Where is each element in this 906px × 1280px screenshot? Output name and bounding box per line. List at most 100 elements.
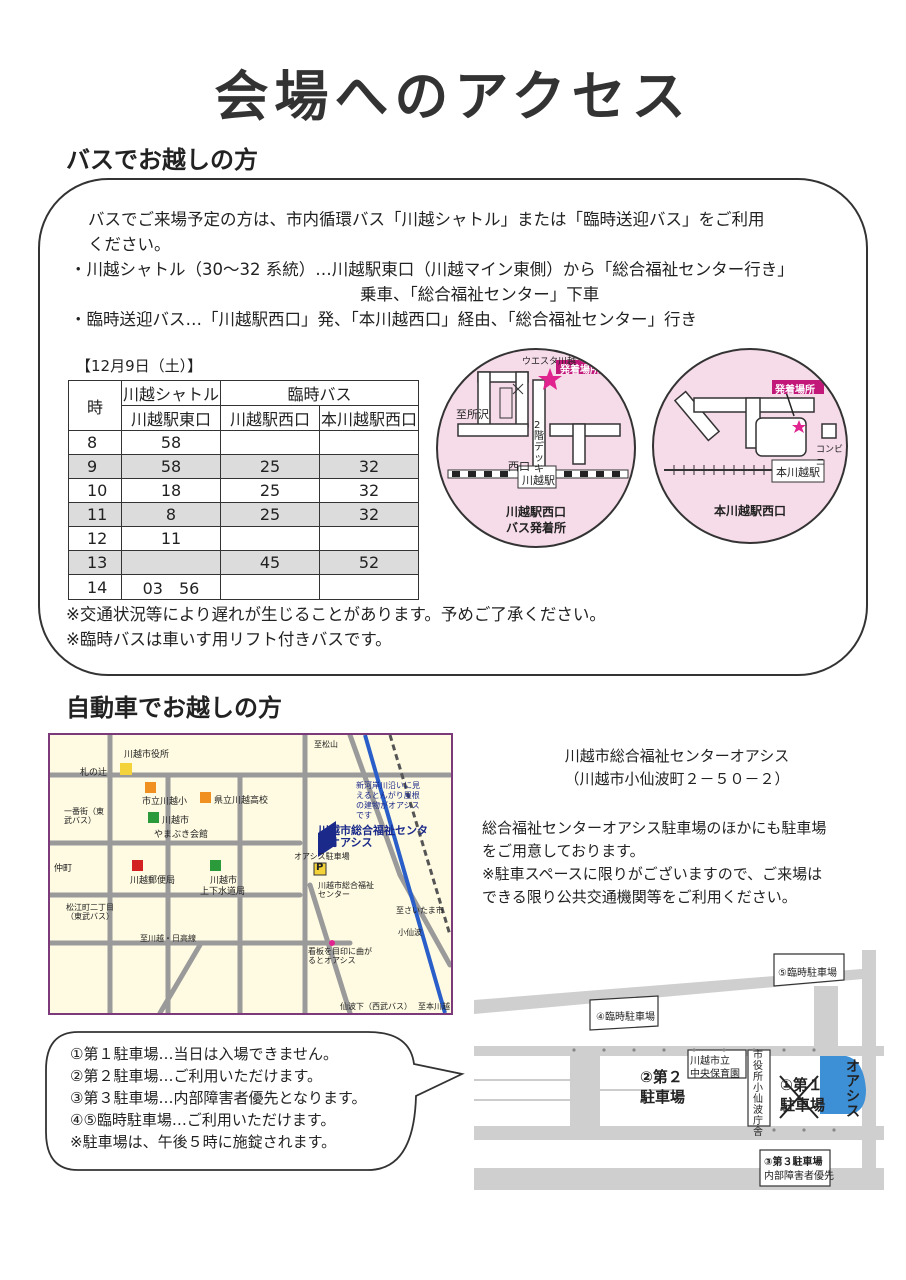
honkawagoe-map-drawing: [664, 380, 837, 483]
cell-west: 25: [220, 502, 320, 527]
cell-hour: 12: [68, 526, 122, 551]
label-yamabuki: やまぶき会館: [154, 830, 209, 840]
label-sendashita: 仙波下（西武バス）: [340, 1002, 412, 1011]
label-west-exit: 西口: [508, 460, 530, 473]
header-hour: 時: [68, 380, 122, 431]
label-riverside-note: 新河岸川沿いに見えるとんがり屋根の建物がオアシスです: [356, 781, 420, 820]
label-cityhall: 川越市役所: [124, 750, 170, 760]
header-east-exit: 川越駅東口: [121, 405, 221, 431]
bus-section-heading: バスでお越しの方: [66, 146, 258, 174]
label-kosenba: 小仙波: [398, 928, 422, 937]
cell-hon: 32: [319, 454, 419, 479]
railway-ties: [452, 471, 620, 477]
parking-notice-line1: ※駐車スペースに限りがございますので、ご来場は: [482, 865, 823, 883]
cell-east: 58: [121, 430, 221, 455]
parking-item-45: ④⑤臨時駐車場…ご利用いただけます。: [70, 1111, 336, 1129]
oasis-building: [820, 1056, 866, 1114]
label-deck: 2階デッキ: [534, 420, 544, 475]
parking-notice-line2: できる限り公共交通機関等をご利用ください。: [482, 888, 797, 906]
label-parking-4: ④臨時駐車場: [596, 1012, 655, 1023]
bus-item-shuttle-cont: 乗車、「総合福祉センター」下車: [360, 285, 600, 304]
label-conveni: コンビニ: [816, 445, 844, 468]
cell-west: [220, 526, 320, 551]
label-post-office: 川越郵便局: [130, 876, 176, 886]
label-nursery1: 川越市立: [690, 1056, 730, 1067]
label-omiya: 至さいたま市: [396, 906, 444, 915]
cell-hon: [319, 430, 419, 455]
label-fudanotsuji: 札の辻: [80, 768, 108, 778]
label-water2: 上下水道局: [200, 887, 246, 897]
label-parking-1b: 駐車場: [780, 1096, 826, 1114]
label-route: 至川越・日高線: [140, 934, 196, 943]
car-section-heading: 自動車でお越しの方: [66, 694, 282, 722]
label-welfare-center: 川越市総合福祉センターオアシス: [318, 824, 428, 849]
cell-hon: 52: [319, 550, 419, 575]
cell-hour: 10: [68, 478, 122, 503]
parking-info-line1: 総合福祉センターオアシス駐車場のほかにも駐車場: [482, 819, 827, 837]
venue-address: （川越市小仙波町２－５０－２）: [564, 770, 790, 788]
cell-east: 03 56: [121, 574, 221, 600]
area-map-drawing: [50, 735, 451, 1013]
callout-bubble: [45, 1031, 465, 1171]
cell-hour: 13: [68, 550, 122, 575]
high-school-marker: [200, 792, 211, 803]
cell-west: [220, 574, 320, 600]
parking-list: ①第１駐車場…当日は入場できません。 ②第２駐車場…ご利用いただけます。 ③第３…: [70, 1043, 367, 1153]
water-bureau-marker: [210, 860, 221, 871]
label-nakacho: 仲町: [54, 864, 73, 874]
caption-bus-terminal: バス発着所: [505, 521, 566, 535]
label-pickup-west: 発着場所: [560, 365, 600, 376]
label-kawagoe-station: 川越駅: [522, 474, 555, 487]
bus-intro-line1: バスでご来場予定の方は、市内循環バス「川越シャトル」または「臨時送迎バス」をご利…: [88, 210, 765, 229]
label-parking-3a: ③第３駐車場: [764, 1157, 823, 1168]
cell-east: 58: [121, 454, 221, 479]
cityhall-marker: [120, 763, 132, 775]
label-honkawagoe-station: 本川越駅: [776, 466, 820, 479]
cell-east: 18: [121, 478, 221, 503]
label-kawagoe-shi: 川越市: [162, 816, 190, 826]
school-marker: [145, 782, 156, 793]
label-parking-3b: 内部障害者優先: [764, 1171, 834, 1182]
cell-west: 45: [220, 550, 320, 575]
header-west-exit: 川越駅西口: [220, 405, 320, 431]
pickup-star-icon: [792, 420, 806, 433]
label-parking-5: ⑤臨時駐車場: [778, 968, 837, 979]
welfare-center-marker: [318, 821, 336, 857]
header-honkawagoe: 本川越駅西口: [319, 405, 419, 431]
label-city-office: 市役所小仙波庁舎: [753, 1050, 763, 1138]
cell-hour: 9: [68, 454, 122, 479]
label-signboard: 看板を目印に曲がるとオアシス: [308, 947, 372, 965]
label-pickup-hon: 発着場所: [775, 385, 815, 396]
label-wesuta: ウエスタ川越: [522, 357, 577, 367]
label-center-small: 川越市総合福祉センター: [318, 881, 374, 899]
honkawagoe-map: 発着場所 コンビニ 本川越駅 本川越駅西口: [652, 348, 848, 544]
bus-info-box: [38, 178, 868, 676]
bus-note-wheelchair: ※臨時バスは車いす用リフト付きバスです。: [66, 630, 392, 649]
parking-item-2: ②第２駐車場…ご利用いただけます。: [70, 1067, 322, 1085]
cell-east: 11: [121, 526, 221, 551]
label-nursery2: 中央保育園: [690, 1069, 740, 1080]
label-matsue: 松江町二丁目（東武バス）: [66, 903, 114, 921]
bus-item-shuttle: ・川越シャトル（30～32 系統）…川越駅東口（川越マイン東側）から「総合福祉セ…: [70, 260, 794, 279]
bus-note-delay: ※交通状況等により遅れが生じることがあります。予めご了承ください。: [66, 605, 606, 624]
area-map: 川越市役所 札の辻 市立川越小 県立川越高校 川越市 やまぶき会館 一番街（東武…: [48, 733, 453, 1015]
label-oasis: オアシス: [846, 1059, 860, 1120]
label-parking-2b: 駐車場: [640, 1088, 686, 1106]
cell-hon: 32: [319, 478, 419, 503]
caption-west-exit: 川越駅西口: [505, 505, 566, 519]
label-elem-school: 市立川越小: [142, 797, 188, 807]
cell-hon: [319, 526, 419, 551]
parking-item-3: ③第３駐車場…内部障害者優先となります。: [70, 1089, 367, 1107]
parking-p-icon: P: [316, 862, 324, 873]
parking-map: ⑤臨時駐車場 ④臨時駐車場 ②第２ 駐車場 川越市立 中央保育園 市役所小仙波庁…: [474, 950, 884, 1190]
parking-lock-note: ※駐車場は、午後５時に施錠されます。: [70, 1133, 337, 1151]
bus-item-temp: ・臨時送迎バス…「川越駅西口」発、「本川越西口」経由、「総合福祉センター」行き: [70, 310, 697, 329]
header-temp-bus: 臨時バス: [220, 380, 419, 406]
cell-west: [220, 430, 320, 455]
